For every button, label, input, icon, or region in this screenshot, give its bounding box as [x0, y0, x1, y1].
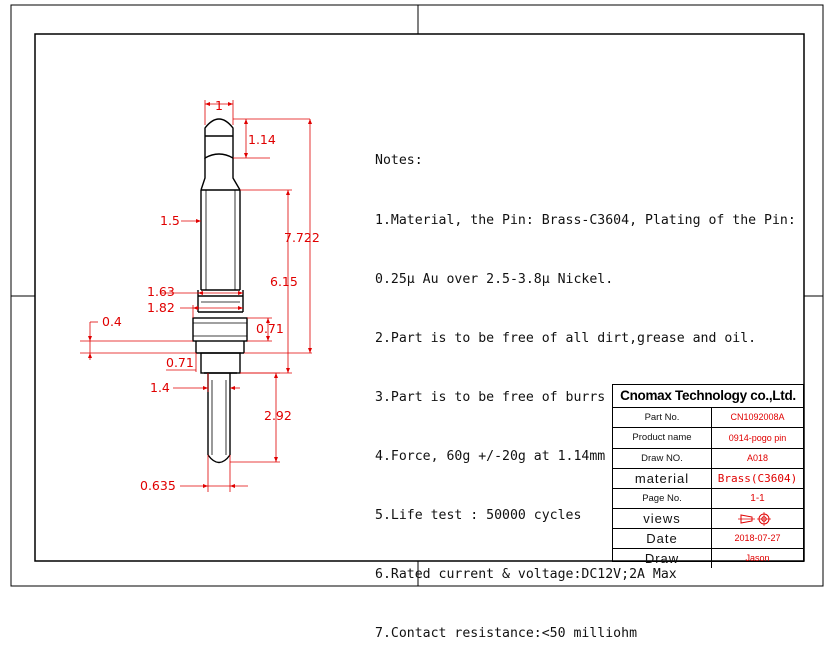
note-line: 4.Force, 60g +/-20g at 1.14mm — [375, 448, 606, 464]
dimension-arrows — [88, 102, 312, 488]
drawing-canvas: 1 1.14 7.722 1.5 6.15 1.63 1.82 0.4 0.71… — [10, 4, 824, 587]
inner-frame — [34, 33, 805, 562]
dimension-labels: 1 1.14 7.722 1.5 6.15 1.63 1.82 0.4 0.71… — [102, 98, 320, 493]
title-label: Product name — [613, 428, 712, 448]
company-name: Cnomax Technology co.,Ltd. — [613, 385, 803, 408]
note-line: 6.Rated current & voltage:DC12V;2A Max — [375, 567, 677, 583]
title-row-draw-no: Draw NO. A018 — [613, 449, 803, 469]
drawing-sheet: 1 1.14 7.722 1.5 6.15 1.63 1.82 0.4 0.71… — [10, 4, 824, 587]
dim-body-diameter: 1.5 — [160, 213, 180, 228]
title-row-page-no: Page No. 1-1 — [613, 489, 803, 509]
dim-groove-diameter: 1.63 — [147, 284, 175, 299]
dim-collar-thickness: 0.4 — [102, 314, 122, 329]
title-value: A018 — [746, 453, 769, 463]
dim-collar-diameter: 1.82 — [147, 300, 175, 315]
title-row-draw: Draw Jason — [613, 549, 803, 568]
title-value: 2018-07-27 — [734, 533, 781, 543]
title-value: 1-1 — [750, 493, 765, 504]
notes-title: Notes: — [375, 153, 423, 169]
title-value: CN1092008A — [730, 412, 785, 422]
title-label: Page No. — [613, 489, 712, 508]
title-row-product-name: Product name 0914-pogo pin — [613, 428, 803, 449]
projection-symbol — [712, 509, 803, 528]
title-row-material: material Brass(C3604) — [613, 469, 803, 489]
title-row-views: views — [613, 509, 803, 529]
title-label: Date — [613, 529, 712, 548]
frame-ticks — [11, 5, 823, 586]
note-line: 3.Part is to be free of burrs — [375, 389, 606, 405]
pin-outline — [192, 118, 248, 464]
note-line: 2.Part is to be free of all dirt,grease … — [375, 330, 757, 346]
dim-tail-length: 2.92 — [264, 408, 292, 423]
dim-tip-length: 1.14 — [248, 132, 276, 147]
title-row-part-no: Part No. CN1092008A — [613, 408, 803, 428]
dim-tail-diameter-upper: 1.4 — [150, 380, 170, 395]
title-label: Part No. — [613, 408, 712, 427]
title-label: Draw — [613, 549, 712, 568]
dim-collar-height: 0.71 — [256, 321, 284, 336]
title-row-date: Date 2018-07-27 — [613, 529, 803, 549]
note-line: 7.Contact resistance:<50 milliohm — [375, 626, 638, 642]
note-line: 5.Life test : 50000 cycles — [375, 507, 582, 523]
title-label: material — [613, 469, 712, 488]
dim-lower-step-height: 0.71 — [166, 355, 194, 370]
dimension-lines — [80, 100, 312, 492]
title-value: 0914-pogo pin — [728, 433, 787, 443]
title-label: views — [613, 509, 712, 528]
dim-total-length: 7.722 — [284, 230, 320, 245]
note-line: 1.Material, the Pin: Brass-C3604, Platin… — [375, 212, 796, 228]
third-angle-projection-icon — [737, 511, 771, 526]
title-label: Draw NO. — [613, 449, 712, 468]
title-value: Brass(C3604) — [717, 472, 798, 485]
note-line: 0.25μ Au over 2.5-3.8μ Nickel. — [375, 271, 614, 287]
title-value: Jason — [745, 553, 770, 563]
dim-tail-diameter: 0.635 — [140, 478, 176, 493]
dim-barrel-length: 6.15 — [270, 274, 298, 289]
notes-block: Notes: 1.Material, the Pin: Brass-C3604,… — [375, 112, 796, 664]
dim-top-width: 1 — [215, 98, 223, 113]
title-block: Cnomax Technology co.,Ltd. Part No. CN10… — [612, 384, 804, 568]
